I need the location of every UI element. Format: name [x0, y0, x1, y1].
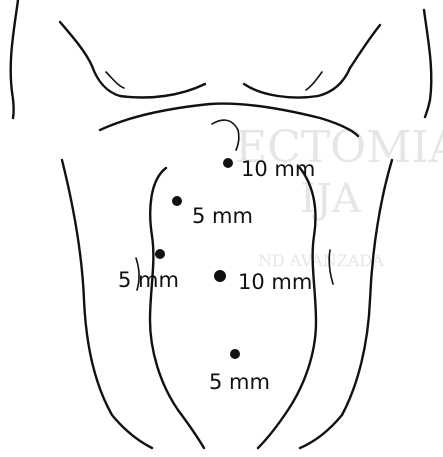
port-dot-upper-midline — [223, 158, 233, 168]
port-markers: 10 mm 5 mm 5 mm 10 mm 5 mm — [118, 157, 315, 394]
port-label-right-flank: 5 mm — [118, 268, 179, 292]
port-dot-right-upper — [172, 196, 182, 206]
right-pectoral-outline — [244, 25, 380, 98]
port-dot-suprapubic — [230, 349, 240, 359]
port-label-suprapubic: 5 mm — [209, 370, 270, 394]
left-armpit-line — [106, 72, 124, 88]
left-torso-contour — [62, 160, 152, 448]
left-pectoral-outline — [60, 22, 205, 98]
port-label-umbilical: 10 mm — [238, 270, 312, 294]
port-label-right-upper: 5 mm — [192, 204, 253, 228]
background-watermark: ECTOMIA IN IJA ND AVANZADA — [235, 122, 443, 270]
port-dot-umbilical — [214, 270, 226, 282]
right-arm-outline — [424, 10, 431, 117]
left-arm-outline — [11, 0, 18, 118]
watermark-line-3: ND AVANZADA — [258, 251, 384, 270]
right-armpit-line — [306, 72, 322, 90]
port-label-upper-midline: 10 mm — [241, 157, 315, 181]
port-dot-right-flank — [155, 249, 165, 259]
